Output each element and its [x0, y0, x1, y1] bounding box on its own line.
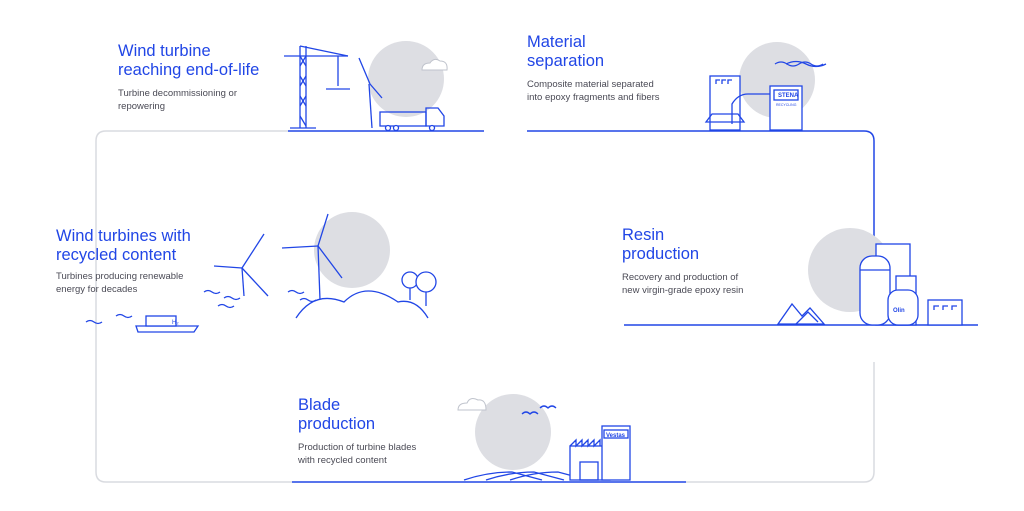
- sun-circle: [475, 394, 551, 470]
- grey-loop-path-right: [686, 362, 875, 483]
- turbine-icon: [213, 233, 269, 297]
- factory-building: [709, 75, 741, 131]
- material-separation-scene: STENA RECYCLING: [704, 42, 827, 131]
- cloud-icon: [421, 58, 448, 71]
- cloud-icon: [457, 398, 487, 411]
- vestas-logo-text: Vestas: [606, 433, 626, 439]
- bird-icon: [774, 61, 824, 67]
- offshore-turbines-scene: H₂: [85, 212, 437, 333]
- boat-icon: H₂: [135, 315, 200, 333]
- turbine-icon: [358, 57, 383, 129]
- stena-logo-subtext: RECYCLING: [776, 103, 797, 107]
- conveyor-icon: [731, 93, 775, 124]
- crane-icon: [284, 45, 350, 129]
- wind-line: [785, 60, 827, 68]
- vestas-logo: [603, 429, 629, 439]
- bird-icon: [521, 405, 557, 415]
- resin-production-scene: Olin: [776, 228, 963, 326]
- olin-tank: [887, 289, 919, 326]
- sun-circle: [368, 41, 444, 117]
- wave-icon: [85, 289, 317, 325]
- blue-connector-path: [527, 130, 875, 246]
- grey-loop-path: [95, 130, 292, 483]
- stena-logo: [773, 89, 799, 101]
- pile-icon: [776, 302, 826, 325]
- stena-logo-text: STENA: [778, 93, 799, 99]
- turbine-icon: [281, 213, 343, 301]
- tree-icon: [401, 271, 437, 306]
- truck-icon: [379, 107, 445, 132]
- sun-circle: [314, 212, 390, 288]
- blade-icon: [463, 471, 589, 481]
- end-of-life-scene: [284, 41, 448, 132]
- silo-icon: [859, 255, 891, 326]
- olin-logo-text: Olin: [893, 308, 905, 314]
- boat-label: H₂: [172, 320, 179, 326]
- blade-production-scene: Vestas: [457, 394, 631, 481]
- hills-icon: [295, 290, 429, 319]
